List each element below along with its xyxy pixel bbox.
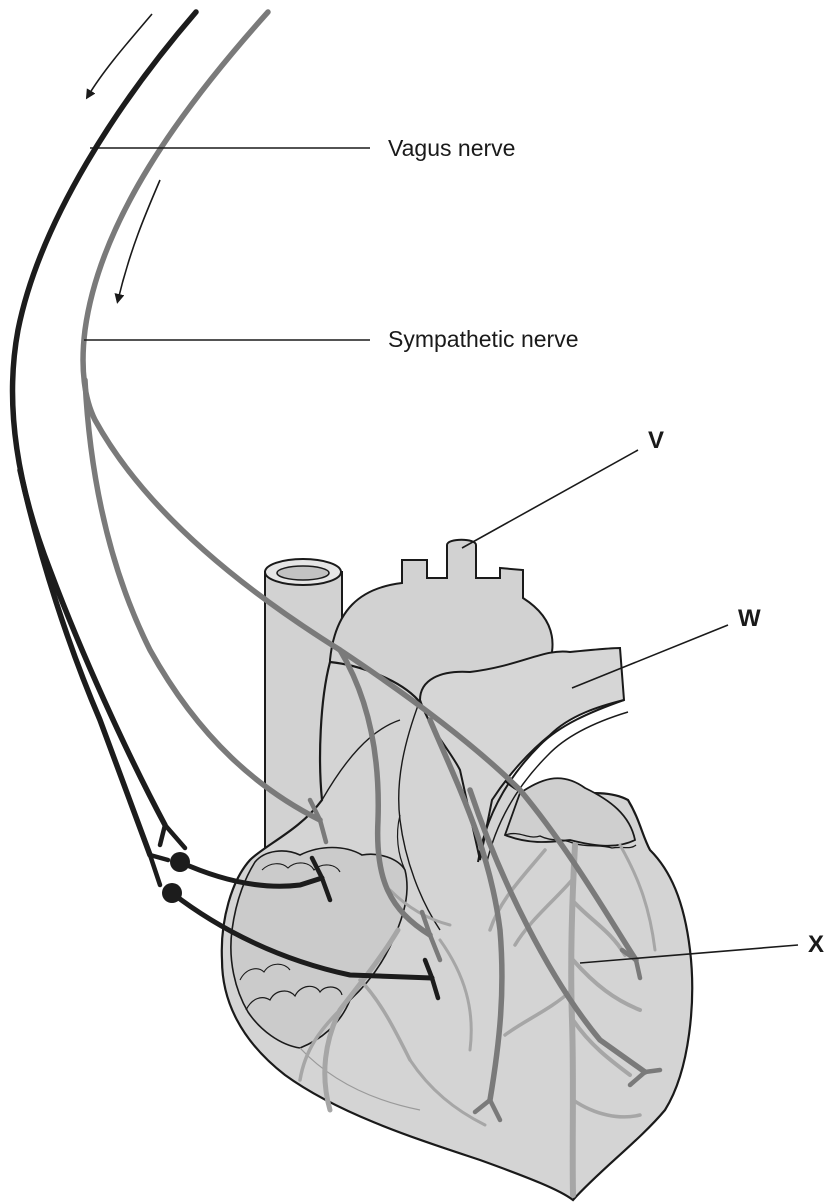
vagus-nerve-label: Vagus nerve — [388, 135, 515, 161]
sympathetic-direction-arrow — [118, 180, 160, 300]
v-leader-line — [462, 450, 638, 548]
label-x: X — [808, 931, 824, 958]
vagus-direction-arrow — [88, 14, 152, 96]
sympathetic-nerve-label: Sympathetic nerve — [388, 326, 578, 352]
vagus-ganglion-lower — [162, 883, 182, 903]
label-v: V — [648, 427, 664, 454]
heart — [222, 540, 692, 1200]
vagus-ganglion-upper — [170, 852, 190, 872]
label-w: W — [738, 605, 761, 632]
